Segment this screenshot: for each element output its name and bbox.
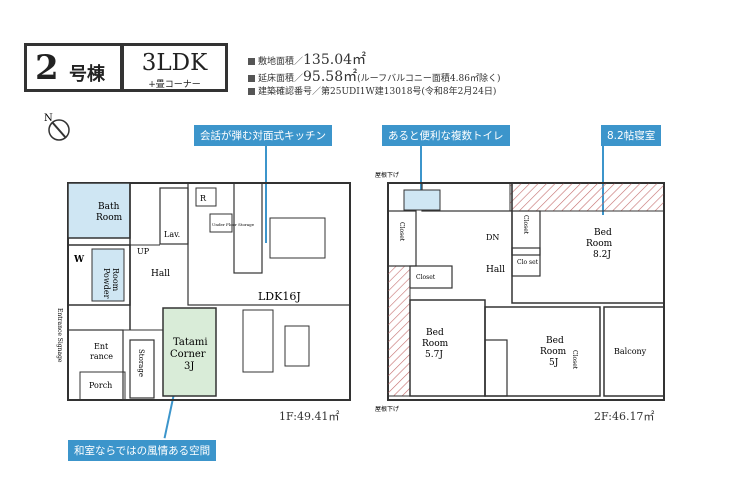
powder-label-1: Powder [102, 268, 111, 299]
unit-number: 2 [35, 48, 59, 88]
layout-type-box: 3LDK +畳コーナー [121, 43, 228, 92]
up-label: UP [137, 247, 150, 256]
closet-2-label: Closet [522, 215, 529, 235]
layout-type: 3LDK [141, 50, 208, 76]
compass-label: N [44, 113, 53, 124]
ldk-label: LDK16J [258, 290, 301, 303]
floor-1f [67, 182, 351, 401]
bath-label-2: Room [96, 213, 123, 223]
closet-3-label: Closet [416, 274, 436, 281]
w-mark: W [73, 255, 85, 265]
bed2-label-3: 5.7J [425, 350, 443, 360]
closet-short-label: Clo set [517, 259, 539, 266]
bed1-label-3: 8.2J [593, 250, 611, 260]
under-floor-label: Under Floor Storage [212, 222, 255, 227]
hall-2f-label: Hall [486, 265, 505, 275]
unit-suffix: 号棟 [69, 64, 105, 85]
bed2-label-2: Room [422, 339, 449, 349]
r-mark: R [200, 194, 207, 203]
callout-toilet: あると便利な複数トイレ [382, 125, 510, 146]
compass-icon [48, 119, 70, 141]
lav-label: Lav. [164, 230, 180, 239]
callout-bedroom-line [602, 143, 604, 215]
tatami-label-2: Corner [170, 349, 206, 360]
floor-1f-area: 1F:49.41㎡ [279, 410, 340, 423]
callout-toilet-line [420, 143, 422, 196]
callout-tatami: 和室ならではの風情ある空間 [68, 440, 217, 461]
bed1-label-2: Room [586, 239, 613, 249]
unit-number-box: 2 号棟 [24, 43, 123, 92]
porch-label: Porch [89, 381, 112, 390]
entrance-signage-label: Entrance Signage [56, 308, 63, 363]
bath-label-1: Bath [98, 202, 120, 212]
spec-permit: 建築確認番号／第25UDI1W建13018号(令和8年2月24日) [248, 84, 496, 97]
storage-1f-label: Storage [137, 349, 145, 377]
bed3-label-3: 5J [549, 358, 559, 368]
bed3-label-1: Bed [546, 336, 564, 346]
floor-2f-area: 2F:46.17㎡ [594, 410, 655, 423]
bed2-label-1: Bed [426, 328, 444, 338]
callout-kitchen-line [265, 143, 267, 243]
dn-label: DN [486, 233, 499, 242]
callout-kitchen: 会話が弾む対面式キッチン [194, 125, 332, 146]
roof-lower-label-bottom: 屋根下げ [375, 405, 399, 413]
powder-label-2: Room [111, 268, 120, 292]
entrance-label-1: Ent [94, 342, 109, 351]
entrance-label-2: rance [90, 352, 113, 361]
hall-1f-label: Hall [151, 269, 170, 279]
closet-1-label: Closet [398, 222, 405, 242]
bed1-label-1: Bed [594, 228, 612, 238]
roof-lower-label-top: 屋根下げ [375, 171, 399, 179]
tatami-label-3: 3J [184, 361, 194, 372]
callout-bedroom: 8.2帖寝室 [601, 125, 662, 146]
balcony-label: Balcony [614, 347, 647, 356]
bed3-label-2: Room [540, 347, 567, 357]
tatami-label-1: Tatami [173, 337, 208, 348]
spec-floor-area: 延床面積／95.58㎡(ルーフバルコニー面積4.86㎡除く) [248, 66, 500, 86]
closet-4-label: Closet [571, 350, 578, 370]
spec-land-area: 敷地面積／135.04㎡ [248, 49, 366, 69]
layout-sub: +畳コーナー [148, 80, 201, 90]
floor-2f [387, 182, 665, 401]
